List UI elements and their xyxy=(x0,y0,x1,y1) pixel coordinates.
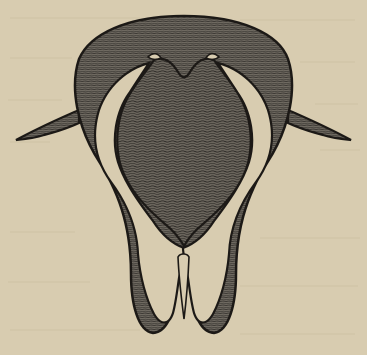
upper-left-tip xyxy=(148,54,161,60)
upper-right-tip xyxy=(206,54,219,60)
